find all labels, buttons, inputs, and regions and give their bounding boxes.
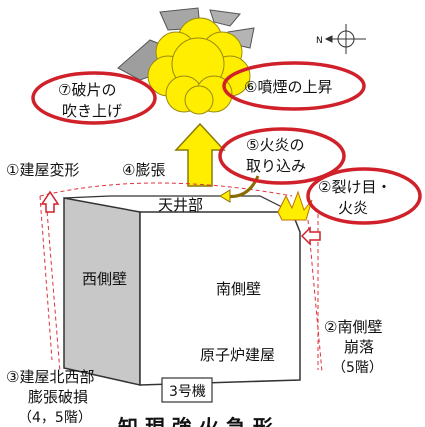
west-wall-face	[63, 197, 141, 386]
expansion-label: ④膨張	[122, 161, 165, 179]
bottom-cut-text: 知 現 強 火 急 形	[118, 415, 273, 427]
fire-intake-label-line1: ⑤火炎の	[246, 136, 304, 154]
building-deform-label: ①建屋変形	[6, 161, 79, 179]
west-wall-label: 西側壁	[82, 270, 127, 288]
south-collapse-label-line2: 崩落	[344, 338, 374, 356]
nw-damage-label-line2: 膨張破損	[28, 388, 88, 406]
unit-label: 3号機	[169, 384, 206, 400]
fire-intake-label-line2: 取り込み	[246, 157, 306, 175]
compass-icon	[324, 24, 366, 54]
ceiling-label: 天井部	[158, 196, 203, 214]
debris-label-line1: ⑦破片の	[58, 81, 116, 99]
crack-fire-label-line1: ②裂け目・	[318, 178, 391, 196]
roof-outline	[63, 195, 293, 213]
debris-label-line2: 吹き上げ	[62, 102, 122, 120]
south-wall-face	[139, 211, 301, 386]
deformation-dashes	[39, 182, 323, 373]
south-collapse-label-line1: ②南側壁	[324, 318, 382, 336]
compass-label: N	[316, 36, 323, 46]
nw-damage-label-line3: （4，5階）	[18, 410, 92, 426]
smoke-label: ⑥噴煙の上昇	[244, 78, 332, 96]
smoke-cloud	[147, 17, 251, 115]
red-ovals	[31, 61, 422, 225]
fire-intake-arrowhead	[219, 189, 231, 203]
crack-fire-label-line2: 火炎	[338, 199, 368, 217]
red-small-arrows	[40, 190, 321, 246]
fire-icon	[277, 190, 313, 221]
south-wall-label: 南側壁	[216, 280, 261, 298]
unit-box	[161, 377, 213, 403]
reactor-building-label: 原子炉建屋	[200, 346, 275, 364]
south-collapse-label-line3: （5階）	[332, 360, 383, 376]
nw-damage-label-line1: ③建屋北西部	[6, 368, 94, 386]
upward-arrow	[174, 122, 226, 187]
